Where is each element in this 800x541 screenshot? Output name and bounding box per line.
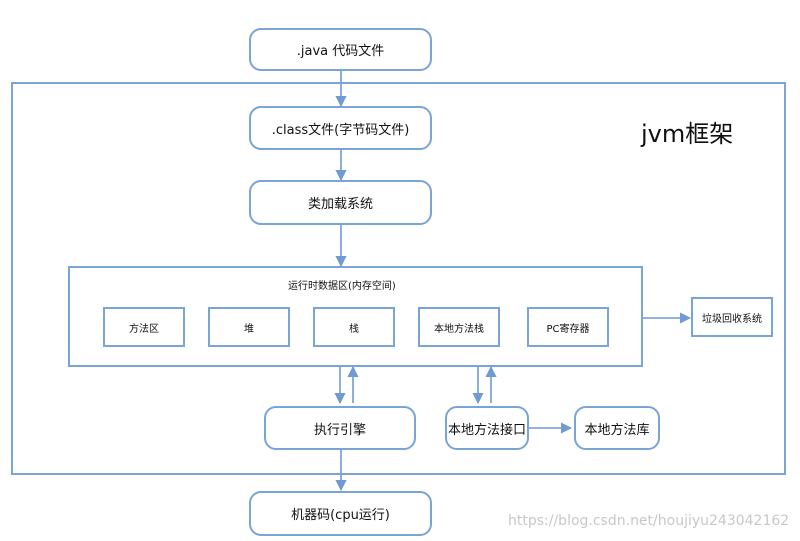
stack-node: 栈 bbox=[313, 307, 395, 347]
execution-engine-node: 执行引擎 bbox=[264, 406, 416, 450]
method-area-node: 方法区 bbox=[103, 307, 185, 347]
runtime-data-area-title: 运行时数据区(内存空间) bbox=[288, 281, 396, 292]
machine-code-node: 机器码(cpu运行) bbox=[249, 491, 432, 536]
runtime-data-area bbox=[68, 266, 643, 367]
class-file-node: .class文件(字节码文件) bbox=[249, 106, 432, 150]
jvm-frame bbox=[11, 82, 786, 475]
jvm-frame-title: jvm框架 bbox=[641, 120, 734, 148]
native-library-node: 本地方法库 bbox=[574, 406, 660, 450]
native-method-stack-node: 本地方法栈 bbox=[418, 307, 500, 347]
watermark: https://blog.csdn.net/houjiyu243042162 bbox=[508, 513, 790, 529]
java-file-node: .java 代码文件 bbox=[249, 28, 432, 71]
class-loader-node: 类加载系统 bbox=[249, 180, 432, 225]
gc-system-node: 垃圾回收系统 bbox=[691, 297, 773, 337]
heap-node: 堆 bbox=[208, 307, 290, 347]
pc-register-node: PC寄存器 bbox=[527, 307, 609, 347]
native-interface-node: 本地方法接口 bbox=[445, 406, 529, 450]
